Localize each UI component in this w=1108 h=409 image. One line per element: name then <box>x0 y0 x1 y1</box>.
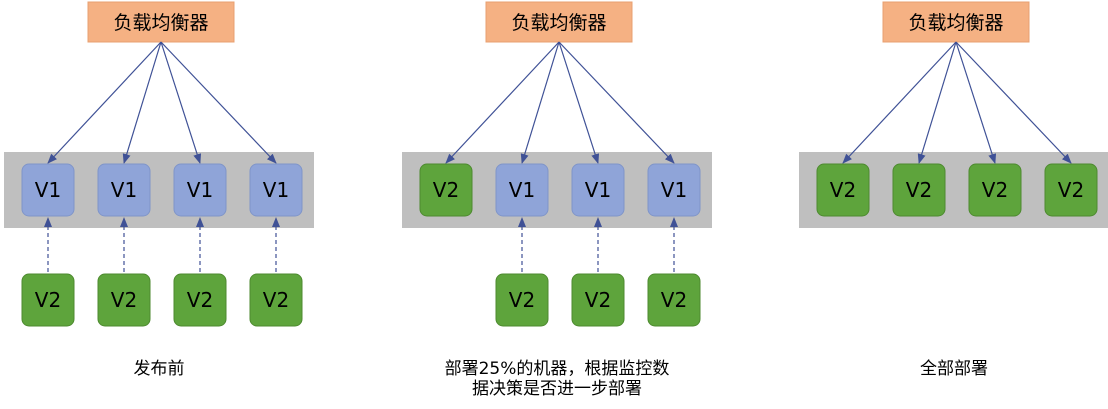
load-balancer-2: 负载均衡器 <box>485 1 633 43</box>
caption-1: 发布前 <box>9 359 309 379</box>
route-arrow <box>47 41 162 164</box>
caption-2: 部署25%的机器，根据监控数据决策是否进一步部署 <box>407 359 707 399</box>
route-arrow <box>955 41 997 164</box>
server-slot: V2 <box>968 163 1022 217</box>
server-slot: V1 <box>571 163 625 217</box>
load-balancer-box <box>882 1 1030 43</box>
server-slot-shape <box>97 163 151 217</box>
load-balancer-box <box>87 1 235 43</box>
server-slot-label: V1 <box>263 178 289 202</box>
server-slot-label: V1 <box>35 178 61 202</box>
server-slot-shape <box>495 163 549 217</box>
caption-line: 发布前 <box>133 359 185 379</box>
server-slot-label: V1 <box>187 178 213 202</box>
route-arrow <box>445 41 560 164</box>
server-slot-label: V1 <box>111 178 137 202</box>
server-slot: V2 <box>816 163 870 217</box>
server-slot-shape <box>419 163 473 217</box>
staged-server-shape <box>495 273 549 327</box>
server-slot-shape <box>21 163 75 217</box>
caption-line: 部署25%的机器，根据监控数 <box>444 359 670 379</box>
caption-3: 全部部署 <box>804 359 1104 379</box>
load-balancer-3: 负载均衡器 <box>882 1 1030 43</box>
server-slot-label: V1 <box>585 178 611 202</box>
server-slot-shape <box>816 163 870 217</box>
server-slot: V1 <box>21 163 75 217</box>
staged-server: V2 <box>173 273 227 327</box>
server-slot-shape <box>1044 163 1098 217</box>
staged-server-label: V2 <box>263 288 289 312</box>
load-balancer-1: 负载均衡器 <box>87 1 235 43</box>
server-slot: V1 <box>97 163 151 217</box>
server-slot-label: V2 <box>433 178 459 202</box>
staged-server-label: V2 <box>661 288 687 312</box>
staged-server: V2 <box>495 273 549 327</box>
route-arrow <box>917 41 957 164</box>
server-slot: V1 <box>647 163 701 217</box>
staged-server-label: V2 <box>585 288 611 312</box>
route-arrow <box>842 41 957 164</box>
staged-server: V2 <box>647 273 701 327</box>
route-arrow <box>122 41 162 164</box>
staged-server-label: V2 <box>509 288 535 312</box>
staged-server-label: V2 <box>187 288 213 312</box>
server-slot-label: V2 <box>906 178 932 202</box>
route-arrow <box>160 41 277 164</box>
server-slot: V2 <box>892 163 946 217</box>
load-balancer-label: 负载均衡器 <box>113 12 208 34</box>
route-arrow <box>558 41 600 164</box>
staged-server: V2 <box>97 273 151 327</box>
route-arrow <box>955 41 1072 164</box>
server-slot-shape <box>249 163 303 217</box>
staged-server: V2 <box>21 273 75 327</box>
server-slot: V2 <box>1044 163 1098 217</box>
staged-server-shape <box>173 273 227 327</box>
server-slot: V1 <box>249 163 303 217</box>
server-slot-label: V2 <box>1058 178 1084 202</box>
staged-server-shape <box>97 273 151 327</box>
server-slot-label: V1 <box>509 178 535 202</box>
staged-server-shape <box>571 273 625 327</box>
server-slot-shape <box>647 163 701 217</box>
server-slot: V2 <box>419 163 473 217</box>
server-slot-label: V2 <box>982 178 1008 202</box>
caption-line: 全部部署 <box>920 359 988 379</box>
server-slot-shape <box>968 163 1022 217</box>
server-slot: V1 <box>495 163 549 217</box>
staged-server: V2 <box>249 273 303 327</box>
route-arrow <box>160 41 202 164</box>
staged-server: V2 <box>571 273 625 327</box>
server-slot-shape <box>571 163 625 217</box>
staged-server-shape <box>647 273 701 327</box>
server-slot-shape <box>892 163 946 217</box>
route-arrow <box>558 41 675 164</box>
staged-server-shape <box>249 273 303 327</box>
load-balancer-box <box>485 1 633 43</box>
route-arrow <box>520 41 560 164</box>
server-slot-label: V2 <box>830 178 856 202</box>
server-slot: V1 <box>173 163 227 217</box>
server-slot-shape <box>173 163 227 217</box>
staged-server-label: V2 <box>35 288 61 312</box>
load-balancer-label: 负载均衡器 <box>511 12 606 34</box>
caption-line: 据决策是否进一步部署 <box>472 379 642 399</box>
staged-server-label: V2 <box>111 288 137 312</box>
server-slot-label: V1 <box>661 178 687 202</box>
load-balancer-label: 负载均衡器 <box>908 12 1003 34</box>
staged-server-shape <box>21 273 75 327</box>
